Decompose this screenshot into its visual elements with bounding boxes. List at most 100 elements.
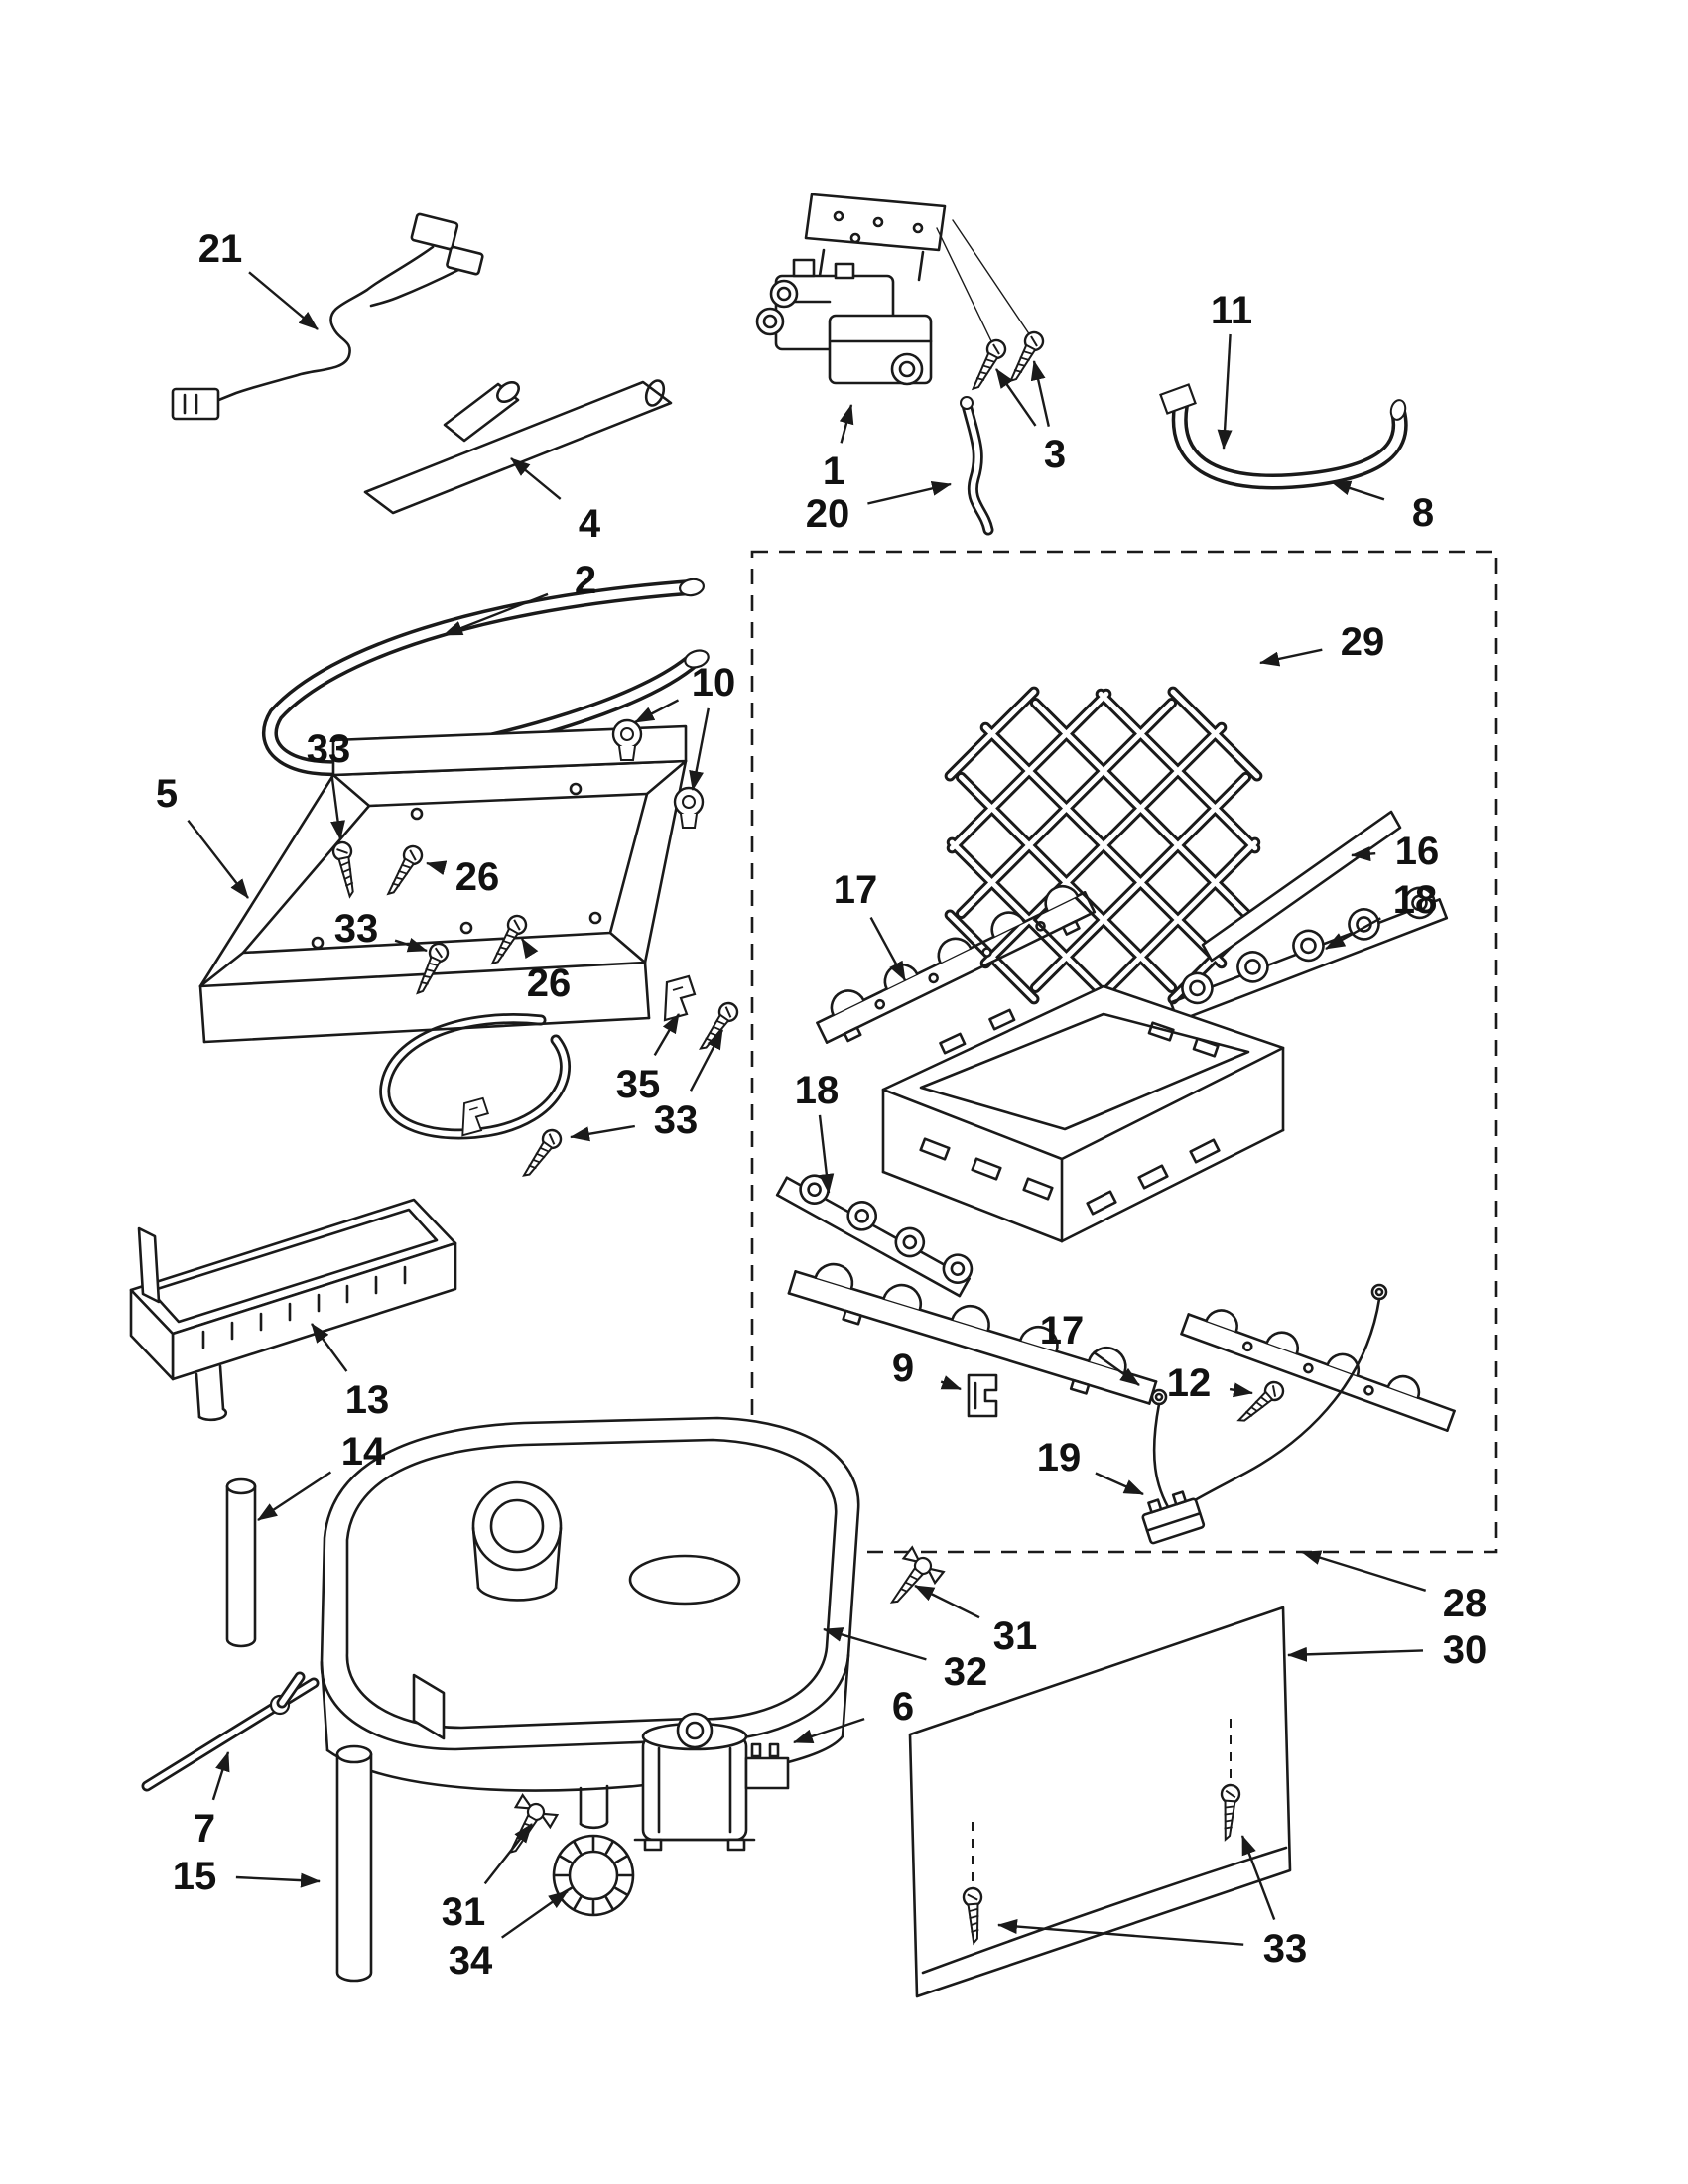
part-18-rail-left [775, 1174, 974, 1298]
part-17-rail-upper [816, 884, 1097, 1044]
callout-label-17-16: 17 [834, 868, 878, 912]
callout-leader-31-34 [483, 1823, 533, 1885]
part-33-screw [517, 1125, 566, 1184]
callout-leader-8-7 [1331, 480, 1385, 501]
callout-label-10-10: 10 [692, 661, 736, 705]
part-20-outlet-tube [960, 396, 994, 536]
callout-leader-12-25 [1229, 1382, 1253, 1398]
part-5-mounting-frame [198, 724, 688, 1044]
callout-leader-3-5 [995, 368, 1037, 427]
callout-leader-7-32 [211, 1751, 230, 1801]
rail-bottom-right [1180, 1309, 1456, 1432]
callout-label-32-28: 32 [944, 1650, 988, 1694]
callout-label-30-31: 30 [1443, 1628, 1488, 1672]
callout-leader-4-1 [510, 457, 562, 500]
callout-label-31-34: 31 [442, 1890, 486, 1934]
callout-label-26-15: 26 [527, 962, 572, 1005]
part-15-standpipe [335, 1744, 373, 1983]
cutter-grid-frame [881, 984, 1285, 1243]
part-33-screw [694, 998, 742, 1057]
part-18-rail-right [1169, 886, 1449, 1023]
callout-leader-26-15 [520, 938, 539, 960]
part-21-wire-harness [171, 212, 484, 421]
callout-label-34-35: 34 [449, 1939, 493, 1983]
callout-label-13-21: 13 [345, 1378, 390, 1422]
callout-label-2-2: 2 [575, 559, 596, 602]
callout-leader-15-33 [235, 1872, 321, 1888]
callout-label-31-27: 31 [993, 1614, 1038, 1658]
callout-label-21-0: 21 [198, 227, 243, 271]
part-31-thumbscrew [493, 1793, 559, 1864]
callout-label-3-5: 3 [1044, 433, 1066, 476]
part-32-reservoir [320, 1416, 860, 1830]
callout-label-33-36: 33 [1263, 1927, 1308, 1971]
callout-leader-16-9 [1351, 846, 1376, 862]
callout-leader-6-29 [793, 1717, 865, 1744]
callout-label-18-17: 18 [1393, 878, 1438, 922]
part-13-drip-tray [129, 1198, 457, 1422]
callout-label-20-4: 20 [806, 492, 850, 536]
callout-label-1-3: 1 [823, 450, 844, 493]
callout-label-8-7: 8 [1412, 491, 1434, 535]
callout-leader-2-2 [443, 592, 549, 637]
callout-leader-21-0 [248, 271, 319, 330]
screw-icon [966, 335, 1010, 396]
callout-leader-18-17 [1325, 917, 1381, 951]
callout-label-35-18: 35 [616, 1063, 661, 1106]
part-30-access-panel [908, 1606, 1292, 1998]
callout-leader-29-8 [1259, 648, 1323, 667]
callout-label-33-11: 33 [307, 727, 351, 771]
callout-leader-18-20 [818, 1114, 835, 1194]
callout-leader-17-16 [869, 917, 907, 981]
callout-leader-3-5 [1030, 360, 1050, 427]
callout-leader-32-28 [823, 1627, 927, 1661]
callout-leader-33-11 [330, 773, 345, 840]
part-11-drain-tube [1159, 383, 1408, 490]
screw-icon [1003, 327, 1048, 388]
part-19-wire-leads [1141, 1283, 1388, 1545]
callout-label-19-26: 19 [1037, 1436, 1082, 1479]
part-10-grommet [673, 786, 705, 830]
callout-leader-9-23 [940, 1375, 962, 1391]
callout-label-15-33: 15 [173, 1855, 217, 1898]
assembly-group-dashed-box [750, 550, 1498, 1554]
part-17-rail-bottom [787, 1262, 1158, 1405]
part-35-clip [663, 974, 697, 1022]
callout-label-11-6: 11 [1211, 289, 1252, 332]
callout-leader-26-13 [426, 860, 448, 876]
callout-leader-19-26 [1095, 1472, 1144, 1496]
callout-label-5-12: 5 [156, 772, 178, 816]
callout-leader-31-27 [914, 1584, 980, 1619]
callout-leader-30-31 [1287, 1646, 1424, 1662]
callout-label-9-23: 9 [892, 1347, 914, 1390]
callout-label-14-22: 14 [341, 1430, 386, 1474]
callout-leader-11-6 [1217, 333, 1233, 450]
part-31-thumbscrew [876, 1546, 945, 1617]
callout-leader-1-3 [839, 404, 854, 444]
callout-leader-28-30 [1301, 1550, 1427, 1592]
part-12-screw [1233, 1377, 1288, 1430]
part-1-water-valve [755, 193, 1031, 386]
part-6-pump [633, 1712, 790, 1852]
callout-leader-13-21 [311, 1323, 348, 1372]
callout-label-29-8: 29 [1341, 620, 1385, 664]
callout-label-26-13: 26 [455, 855, 500, 899]
part-7-inlet-tube [141, 1671, 320, 1792]
callout-leader-33-19 [570, 1124, 636, 1142]
callout-leader-35-18 [653, 1013, 681, 1057]
callout-label-7-32: 7 [194, 1807, 215, 1851]
callout-label-6-29: 6 [892, 1685, 914, 1729]
callout-label-12-25: 12 [1167, 1361, 1212, 1405]
callout-label-17-24: 17 [1040, 1309, 1085, 1352]
callout-leader-33-19 [689, 1029, 724, 1092]
callout-label-4-1: 4 [579, 502, 601, 546]
callout-leader-17-24 [1092, 1350, 1140, 1386]
callout-leader-34-35 [501, 1890, 569, 1939]
part-9-clip [967, 1373, 998, 1418]
callout-label-16-9: 16 [1395, 830, 1440, 873]
callout-leader-33-36 [1240, 1835, 1276, 1921]
callout-label-33-14: 33 [334, 907, 379, 951]
